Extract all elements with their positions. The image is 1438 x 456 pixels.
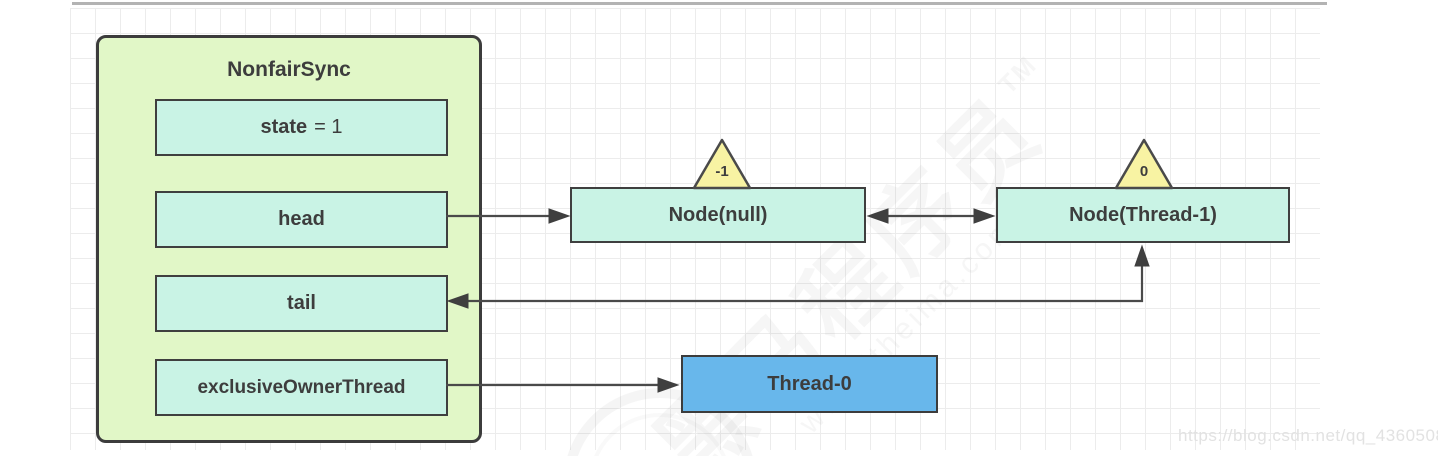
field-head-name: head — [278, 208, 325, 230]
field-exclusive-owner-thread-name: exclusiveOwnerThread — [197, 376, 406, 398]
node-null-label: Node(null) — [668, 203, 768, 226]
thread0-label: Thread-0 — [767, 372, 852, 395]
node-thread1-box: Node(Thread-1) — [996, 187, 1290, 243]
triangle-icon — [1114, 138, 1174, 190]
field-tail-name: tail — [287, 292, 316, 314]
node-null-box: Node(null) — [570, 187, 866, 243]
field-state: state = 1 — [155, 99, 448, 156]
thread0-box: Thread-0 — [681, 355, 938, 413]
nonfairsync-container: NonfairSync state = 1 head tail exclusiv… — [96, 35, 482, 443]
waitstatus-badge-node-null: -1 — [691, 137, 753, 191]
waitstatus-value: -1 — [715, 163, 729, 180]
field-tail: tail — [155, 275, 448, 332]
page-boundary-line — [72, 2, 1327, 5]
csdn-watermark: https://blog.csdn.net/qq_43605085 — [1178, 426, 1438, 445]
waitstatus-value: 0 — [1139, 163, 1149, 180]
waitstatus-badge-node-thread1: 0 — [1113, 137, 1175, 191]
field-state-name: state — [260, 116, 308, 138]
node-thread1-label: Node(Thread-1) — [1069, 203, 1217, 226]
field-head: head — [155, 191, 448, 248]
field-exclusive-owner-thread: exclusiveOwnerThread — [155, 359, 448, 416]
nonfairsync-title: NonfairSync — [227, 58, 351, 81]
triangle-icon — [692, 138, 752, 190]
field-state-value: = 1 — [314, 116, 343, 138]
